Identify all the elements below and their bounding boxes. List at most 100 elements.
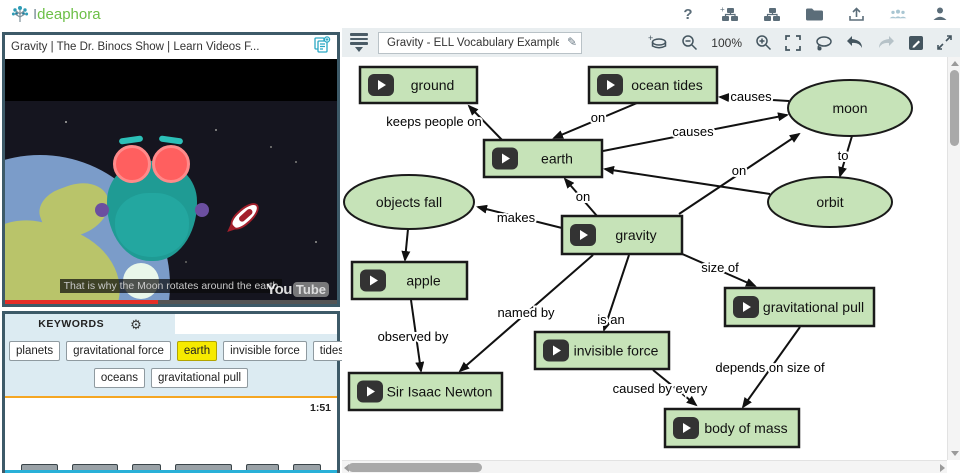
edge-label[interactable]: on (730, 161, 748, 180)
edge-apple-sir-isaac-newton[interactable] (410, 299, 425, 373)
keyword-chip[interactable]: gravitational pull (150, 368, 249, 388)
edge-label[interactable]: keeps people on (384, 112, 483, 131)
zoom-out-icon[interactable] (681, 34, 698, 51)
keyword-chip-partial[interactable] (21, 464, 58, 470)
lasso-select-icon[interactable] (814, 35, 833, 51)
keyword-chip[interactable]: oceans (93, 368, 145, 388)
keyword-chip-partial[interactable] (293, 464, 321, 470)
scroll-right-arrow[interactable] (940, 464, 945, 472)
video-progress-bar[interactable] (5, 300, 337, 304)
edge-objects-fall-apple[interactable] (401, 228, 411, 262)
keyword-chip[interactable]: planets (9, 341, 61, 361)
character-illustration (95, 133, 209, 263)
menu-icon[interactable] (350, 33, 368, 52)
horizontal-scroll-thumb[interactable] (348, 463, 482, 472)
keywords-title: KEYWORDS (38, 318, 105, 330)
edit-notes-icon[interactable] (908, 35, 924, 51)
edge-label[interactable]: to (836, 146, 851, 165)
edge-moon-ocean-tides[interactable] (718, 93, 790, 103)
edge-label[interactable]: makes (495, 208, 538, 227)
edge-label[interactable]: caused by every (611, 379, 710, 398)
node-label: objects fall (376, 194, 442, 210)
keyword-chip[interactable]: invisible force (223, 341, 307, 361)
video-player[interactable]: That is why the Moon rotates around the … (5, 59, 337, 304)
letterbox (5, 59, 337, 101)
keywords-gear-icon[interactable]: ⚙ (130, 316, 142, 332)
node-apple[interactable]: apple (350, 260, 469, 301)
node-earth[interactable]: earth (482, 138, 604, 179)
map-title-input[interactable] (378, 31, 582, 54)
edge-label[interactable]: size of (699, 258, 741, 277)
edge-label[interactable]: is an (595, 310, 626, 329)
edge-gravity-objects-fall[interactable] (476, 204, 563, 229)
edge-label[interactable]: on (589, 108, 607, 127)
keyword-chip-partial[interactable] (71, 464, 118, 470)
undo-icon[interactable] (846, 35, 864, 50)
fullscreen-icon[interactable] (937, 35, 952, 50)
node-sir-isaac-newton[interactable]: Sir Isaac Newton (347, 371, 504, 412)
add-note-icon[interactable] (311, 35, 331, 59)
keyword-chip[interactable]: gravitational force (66, 341, 171, 361)
vertical-scrollbar[interactable] (947, 57, 960, 460)
node-label: gravity (615, 227, 656, 243)
edge-label[interactable]: named by (495, 303, 557, 322)
node-invisible-force[interactable]: invisible force (533, 330, 671, 371)
keyword-chip-partial[interactable] (131, 464, 162, 470)
keyword-chip-partial[interactable] (175, 464, 233, 470)
edge-gravity-earth[interactable] (563, 177, 598, 217)
edge-earth-moon[interactable] (602, 112, 789, 152)
video-title-bar: Gravity | The Dr. Binocs Show | Learn Vi… (5, 35, 337, 59)
fit-screen-icon[interactable] (785, 34, 801, 51)
edge-gravitational-pull-body-of-mass[interactable] (741, 326, 801, 409)
node-moon[interactable]: moon (787, 79, 913, 137)
horizontal-scrollbar[interactable] (342, 460, 947, 473)
edge-label[interactable]: causes (728, 87, 774, 106)
node-ground[interactable]: ground (358, 65, 479, 105)
scroll-down-arrow[interactable] (951, 451, 959, 456)
folder-icon[interactable] (804, 5, 824, 23)
edge-ocean-tides-earth[interactable] (552, 102, 638, 139)
node-orbit[interactable]: orbit (767, 176, 893, 228)
ideaphora-logo[interactable]: Ideaphora (10, 4, 101, 24)
scroll-left-arrow[interactable] (344, 464, 349, 472)
node-body-of-mass[interactable]: body of mass (663, 407, 801, 449)
redo-icon[interactable] (877, 35, 895, 50)
my-maps-icon[interactable] (762, 5, 782, 23)
account-icon[interactable] (930, 5, 950, 23)
edge-label[interactable]: observed by (376, 327, 451, 346)
edit-pencil-icon[interactable]: ✎ (566, 34, 577, 49)
node-gravitational-pull[interactable]: gravitational pull (723, 286, 876, 328)
edge-label[interactable]: depends on size of (713, 358, 827, 377)
edge-gravity-gravitational-pull[interactable] (679, 252, 757, 287)
new-map-icon[interactable]: + (720, 5, 740, 23)
edge-orbit-earth[interactable] (603, 165, 771, 195)
keyword-chip[interactable]: tides (312, 341, 352, 361)
node-ocean-tides[interactable]: ocean tides (587, 65, 719, 105)
map-canvas[interactable]: keeps people on on causes causes on on to makes… (342, 57, 960, 473)
scroll-up-arrow[interactable] (951, 61, 959, 66)
keywords-tab[interactable]: KEYWORDS ⚙ (5, 314, 175, 334)
edge-invisible-force-body-of-mass[interactable] (652, 369, 698, 407)
help-icon[interactable]: ? (683, 5, 693, 23)
video-progress-fill (5, 300, 158, 304)
keyword-chip-partial[interactable] (246, 464, 280, 470)
edge-gravity-invisible-force[interactable] (602, 254, 630, 332)
section-divider (5, 396, 337, 398)
collaborate-icon[interactable] (888, 5, 908, 23)
zoom-in-icon[interactable] (755, 34, 772, 51)
add-concept-icon[interactable]: + (648, 34, 668, 51)
vertical-scroll-thumb[interactable] (950, 70, 959, 146)
concept-map: keeps people on on causes causes on on to makes… (343, 65, 913, 449)
node-gravity[interactable]: gravity (560, 214, 684, 256)
keyword-chip[interactable]: earth (176, 341, 218, 361)
edge-gravity-moon[interactable] (678, 132, 801, 215)
panel-accent-bar (5, 470, 337, 473)
edge-moon-orbit[interactable] (838, 135, 853, 178)
edge-label[interactable]: causes (670, 122, 716, 141)
upload-icon[interactable] (846, 5, 866, 23)
edge-gravity-sir-isaac-newton[interactable] (458, 254, 594, 373)
edge-label[interactable]: on (574, 187, 592, 206)
node-objects-fall[interactable]: objects fall (343, 174, 475, 230)
edge-earth-ground[interactable] (467, 104, 505, 143)
